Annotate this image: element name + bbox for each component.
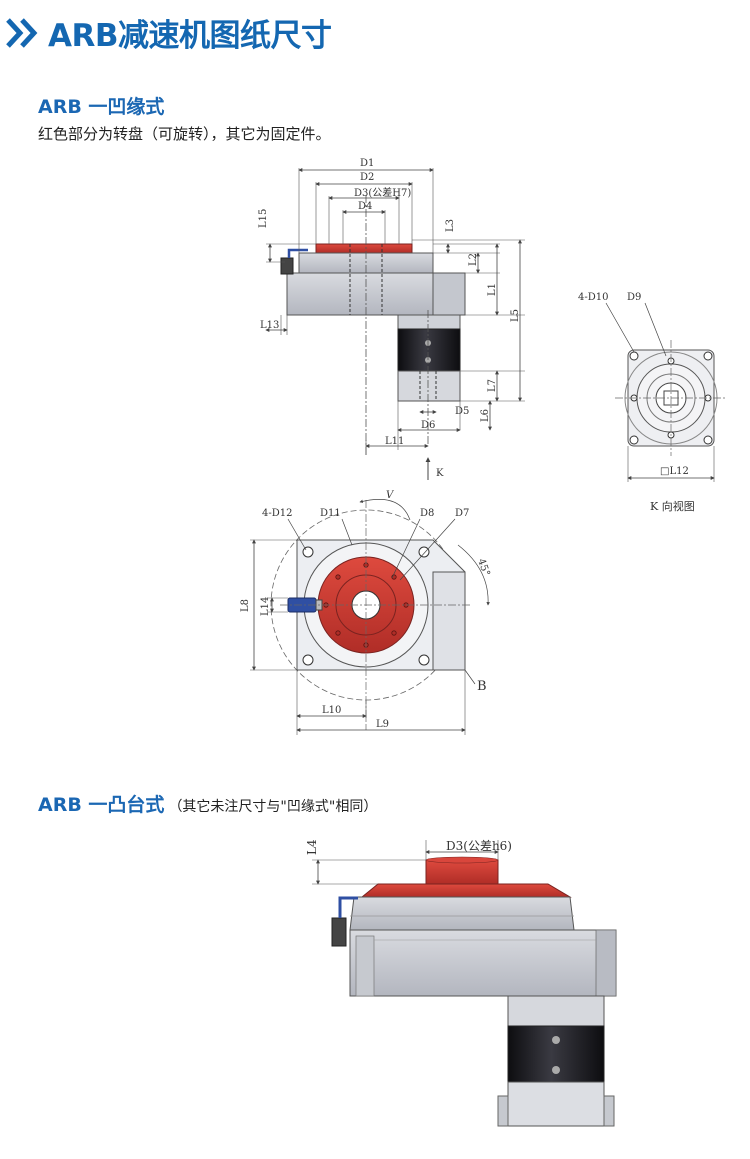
- label-V: V: [386, 490, 395, 501]
- page-title: ARB减速机图纸尺寸: [0, 10, 332, 55]
- section-description: 红色部分为转盘（可旋转），其它为固定件。: [38, 125, 331, 143]
- label-D12: 4-D12: [262, 508, 292, 519]
- label-kview-caption: K 向视图: [650, 499, 695, 513]
- label-D11: D11: [320, 508, 341, 519]
- label-D7: D7: [455, 508, 469, 519]
- label-boss-L4: L4: [305, 839, 319, 855]
- page-title-text: ARB减速机图纸尺寸: [48, 18, 332, 54]
- double-chevron-icon: [6, 17, 38, 48]
- k-view: 4-D10 D9 □L12 K 向视图: [578, 292, 727, 513]
- label-D9: D9: [627, 292, 641, 303]
- label-L5: L5: [510, 309, 521, 322]
- label-D8: D8: [420, 508, 434, 519]
- label-D2: D2: [360, 172, 374, 183]
- label-L9: L9: [376, 719, 389, 730]
- boss-view: D3(公差h6) L4: [305, 839, 617, 1127]
- label-L12: □L12: [660, 466, 689, 477]
- section-title-boss: ARB 一凸台式（其它未注尺寸与"凹缘式"相同）: [38, 794, 378, 816]
- section-title-concave: ARB 一凹缘式: [38, 96, 165, 118]
- label-L13: L13: [260, 320, 279, 331]
- turntable-part: [315, 243, 413, 254]
- top-view: 4-D12 D11 V D8 D7 45° L8 L14 L10 L9 B: [240, 490, 492, 735]
- label-D4: D4: [358, 201, 372, 212]
- label-L3: L3: [445, 219, 456, 232]
- label-boss-D3: D3(公差h6): [446, 839, 512, 853]
- label-L10: L10: [322, 705, 341, 716]
- side-view: D1 D2 D3(公差H7) D4 L15 L3 L2 L1 L5 L13 L7…: [258, 158, 525, 480]
- label-45deg: 45°: [475, 557, 491, 577]
- label-D6: D6: [421, 420, 435, 431]
- label-L14: L14: [260, 597, 271, 616]
- label-B: B: [477, 679, 487, 694]
- label-L11: L11: [385, 436, 404, 447]
- label-L6: L6: [480, 409, 491, 422]
- label-L2: L2: [468, 253, 479, 266]
- label-L1: L1: [487, 283, 498, 296]
- section-note: （其它未注尺寸与"凹缘式"相同）: [168, 799, 378, 815]
- label-K: K: [436, 468, 444, 479]
- label-L7: L7: [487, 379, 498, 392]
- label-D10: 4-D10: [578, 292, 608, 303]
- label-L15: L15: [258, 209, 269, 228]
- label-D3: D3(公差H7): [354, 186, 411, 199]
- label-D1: D1: [360, 158, 374, 169]
- label-L8: L8: [240, 599, 251, 612]
- label-D5: D5: [455, 406, 469, 417]
